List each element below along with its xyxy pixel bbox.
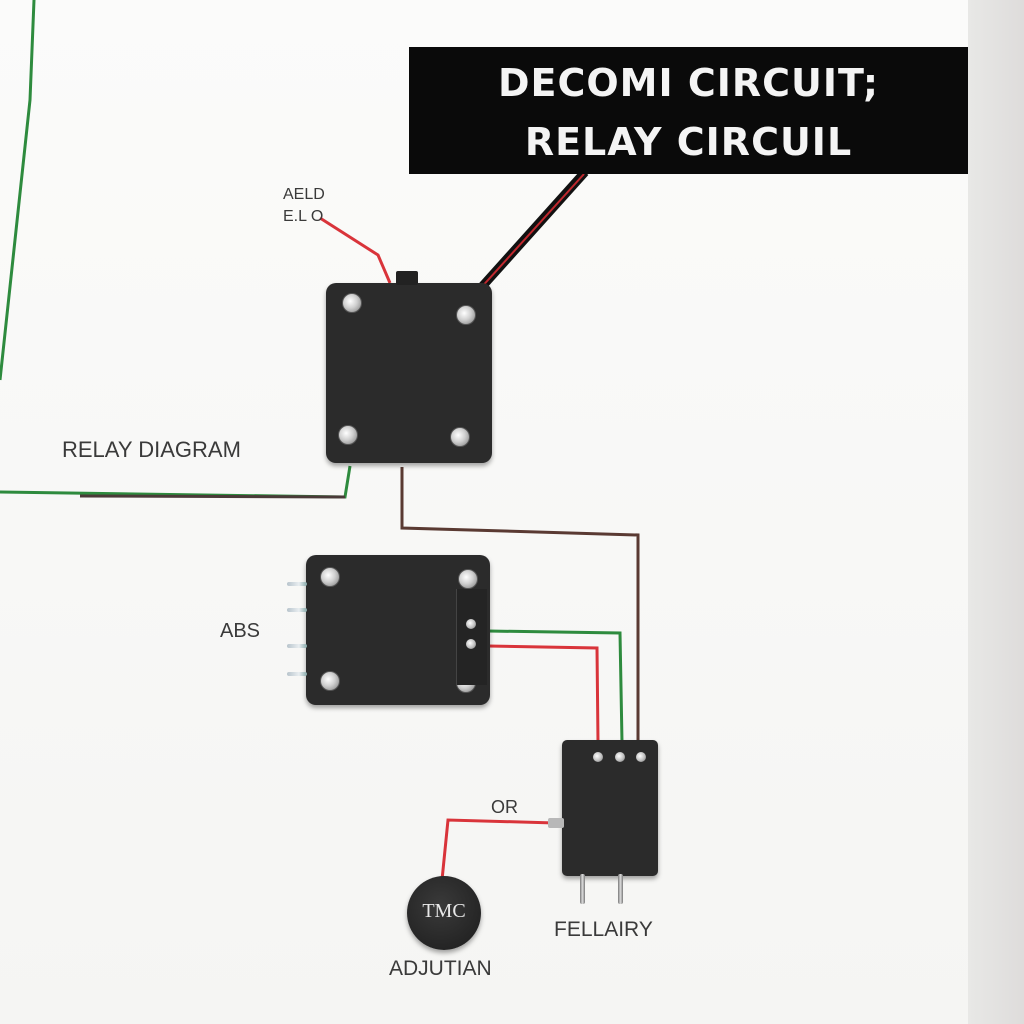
terminal-screw-icon xyxy=(593,752,603,762)
terminal-screw-icon xyxy=(466,619,476,629)
terminal-block xyxy=(456,589,487,685)
title-banner: DECOMI CIRCUIT; RELAY CIRCUIL xyxy=(409,47,968,174)
terminal-screw-icon xyxy=(615,752,625,762)
leg-icon xyxy=(580,874,585,904)
screw-icon xyxy=(450,427,470,447)
green-wire-middle xyxy=(487,629,624,743)
knob-text: TMC xyxy=(422,900,466,922)
relay-top xyxy=(326,283,492,463)
pin-icon xyxy=(287,672,307,676)
screw-icon xyxy=(338,425,358,445)
green-wire-left xyxy=(0,0,36,381)
screw-icon xyxy=(456,305,476,325)
screw-icon xyxy=(342,293,362,313)
red-wire-knob xyxy=(440,818,556,881)
banner-line-1: DECOMI CIRCUIT; xyxy=(497,61,880,105)
screw-icon xyxy=(458,569,478,589)
banner-line-2: RELAY CIRCUIL xyxy=(524,120,853,164)
label-abs: ABS xyxy=(220,620,261,642)
brown-wire-bottom xyxy=(79,494,346,499)
screw-icon xyxy=(320,567,340,587)
screw-icon xyxy=(320,671,340,691)
red-wire-top xyxy=(319,216,392,284)
pin-icon xyxy=(287,644,307,648)
leg-icon xyxy=(618,874,623,904)
label-fellairy: FELLAIRY xyxy=(554,918,653,941)
relay-top-connector xyxy=(396,271,418,285)
red-wire-middle xyxy=(487,644,600,743)
side-terminal xyxy=(548,818,564,828)
terminal-screw-icon xyxy=(636,752,646,762)
relay-module-middle xyxy=(306,555,490,705)
label-or: OR xyxy=(491,797,518,817)
label-relay-diagram: RELAY DIAGRAM xyxy=(62,437,241,462)
paper-edge xyxy=(968,0,1024,1024)
knob-component: TMC xyxy=(407,876,481,950)
pin-icon xyxy=(287,608,307,612)
green-wire-bottom xyxy=(0,465,352,499)
label-aeld: AELD xyxy=(283,186,325,203)
label-adjutian: ADJUTIAN xyxy=(389,957,492,980)
brown-wire-main xyxy=(400,467,640,740)
pin-icon xyxy=(287,582,307,586)
label-el-o: E.L O xyxy=(283,208,324,225)
relay-fellairy xyxy=(562,740,658,876)
terminal-screw-icon xyxy=(466,639,476,649)
